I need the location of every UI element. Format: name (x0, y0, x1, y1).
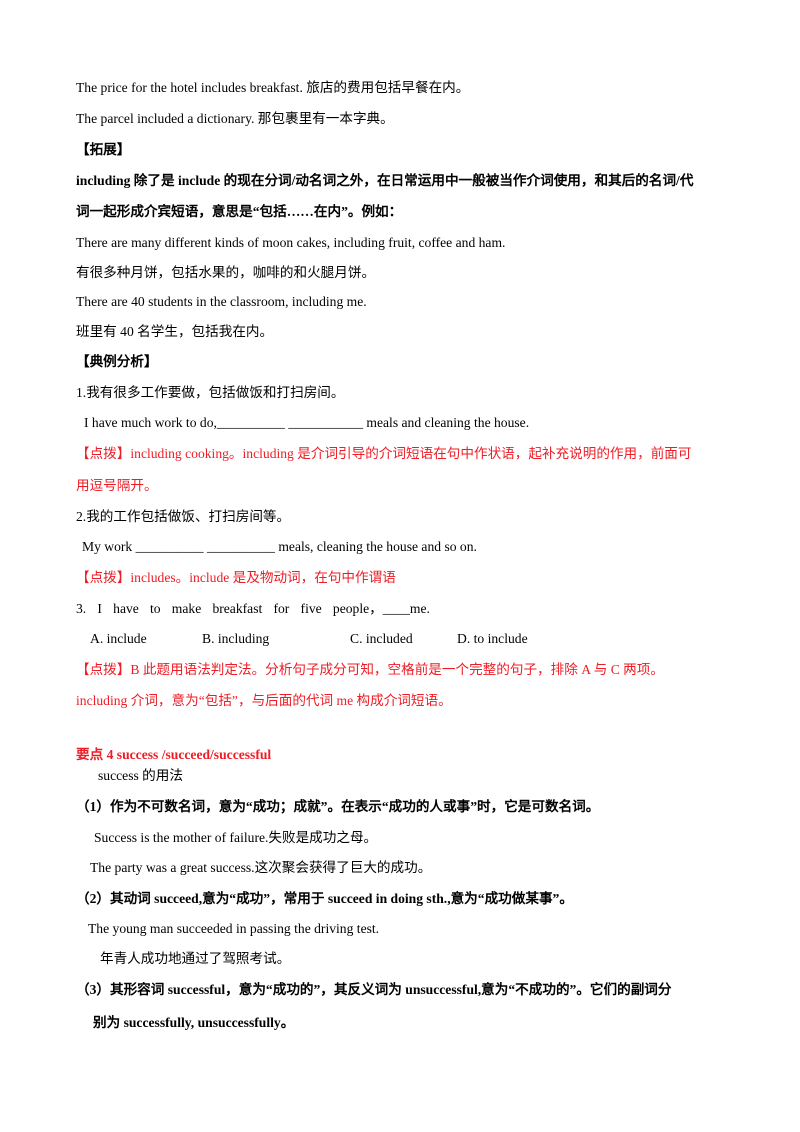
example-sentence-mooncakes: There are many different kinds of moon c… (76, 235, 506, 250)
example-sentence-students: There are 40 students in the classroom, … (76, 294, 367, 309)
rule-2-verb-succeed: （2）其动词 succeed,意为“成功”，常用于 succeed in doi… (76, 891, 573, 906)
q3-word: five (300, 601, 322, 616)
q3-word: make (171, 601, 202, 616)
section-heading-examples: 【典例分析】 (76, 354, 158, 369)
option-d: D. to include (457, 631, 528, 646)
example-party-success: The party was a great success.这次聚会获得了巨大的… (90, 860, 432, 875)
rule-3-adjective-line-2: 别为 successfully, unsuccessfully。 (93, 1015, 295, 1030)
q3-word: for (273, 601, 290, 616)
translation-students: 班里有 40 名学生，包括我在内。 (76, 324, 274, 339)
answer-1-line-2: 用逗号隔开。 (76, 478, 158, 493)
question-3-stem: 3. I have to make breakfast for five peo… (76, 600, 430, 618)
q3-word: have (113, 601, 139, 616)
question-2-chinese: 2.我的工作包括做饭、打扫房间等。 (76, 509, 291, 524)
rule-3-adjective-line-1: （3）其形容词 successful，意为“成功的”，其反义词为 unsucce… (76, 982, 672, 997)
q3-word: I (97, 601, 102, 616)
q3-word: breakfast (212, 601, 263, 616)
translation-driving-test: 年青人成功地通过了驾照考试。 (100, 951, 291, 966)
example-sentence-parcel: The parcel included a dictionary. 那包裹里有一… (76, 111, 394, 126)
answer-3-line-1: 【点拨】B 此题用语法判定法。分析句子成分可知，空格前是一个完整的句子，排除 A… (76, 662, 664, 677)
section-heading-point-4: 要点 4 success /succeed/successful (76, 747, 272, 762)
question-1-english: I have much work to do,__________ ______… (84, 415, 530, 430)
example-driving-test: The young man succeeded in passing the d… (88, 921, 380, 936)
translation-mooncakes: 有很多种月饼，包括水果的，咖啡的和火腿月饼。 (76, 265, 376, 280)
answer-1-line-1: 【点拨】including cooking。including 是介词引导的介词… (76, 446, 692, 461)
question-2-english: My work __________ __________ meals, cle… (82, 539, 477, 554)
q3-word: 3. (76, 601, 87, 616)
option-c: C. included (350, 631, 413, 646)
extension-paragraph-line-1: including 除了是 include 的现在分词/动名词之外，在日常运用中… (76, 173, 694, 188)
example-success-mother: Success is the mother of failure.失败是成功之母… (94, 830, 378, 845)
question-3-options: A. include B. including C. included D. t… (0, 630, 800, 648)
rule-1-uncountable-noun: （1）作为不可数名词，意为“成功；成就”。在表示“成功的人或事”时，它是可数名词… (76, 799, 600, 814)
success-usage-subheading: success 的用法 (98, 768, 183, 783)
extension-paragraph-line-2: 词一起形成介宾短语，意思是“包括……在内”。例如： (76, 204, 403, 219)
q3-word: people，____me. (332, 601, 430, 616)
section-heading-extension: 【拓展】 (76, 142, 131, 157)
answer-3-line-2: including 介词，意为“包括”，与后面的代词 me 构成介词短语。 (76, 693, 452, 708)
example-sentence-hotel: The price for the hotel includes breakfa… (76, 80, 470, 95)
question-1-chinese: 1.我有很多工作要做，包括做饭和打扫房间。 (76, 385, 345, 400)
option-b: B. including (202, 631, 270, 646)
answer-2: 【点拨】includes。include 是及物动词，在句中作谓语 (76, 570, 396, 585)
option-a: A. include (90, 631, 147, 646)
q3-word: to (150, 601, 161, 616)
